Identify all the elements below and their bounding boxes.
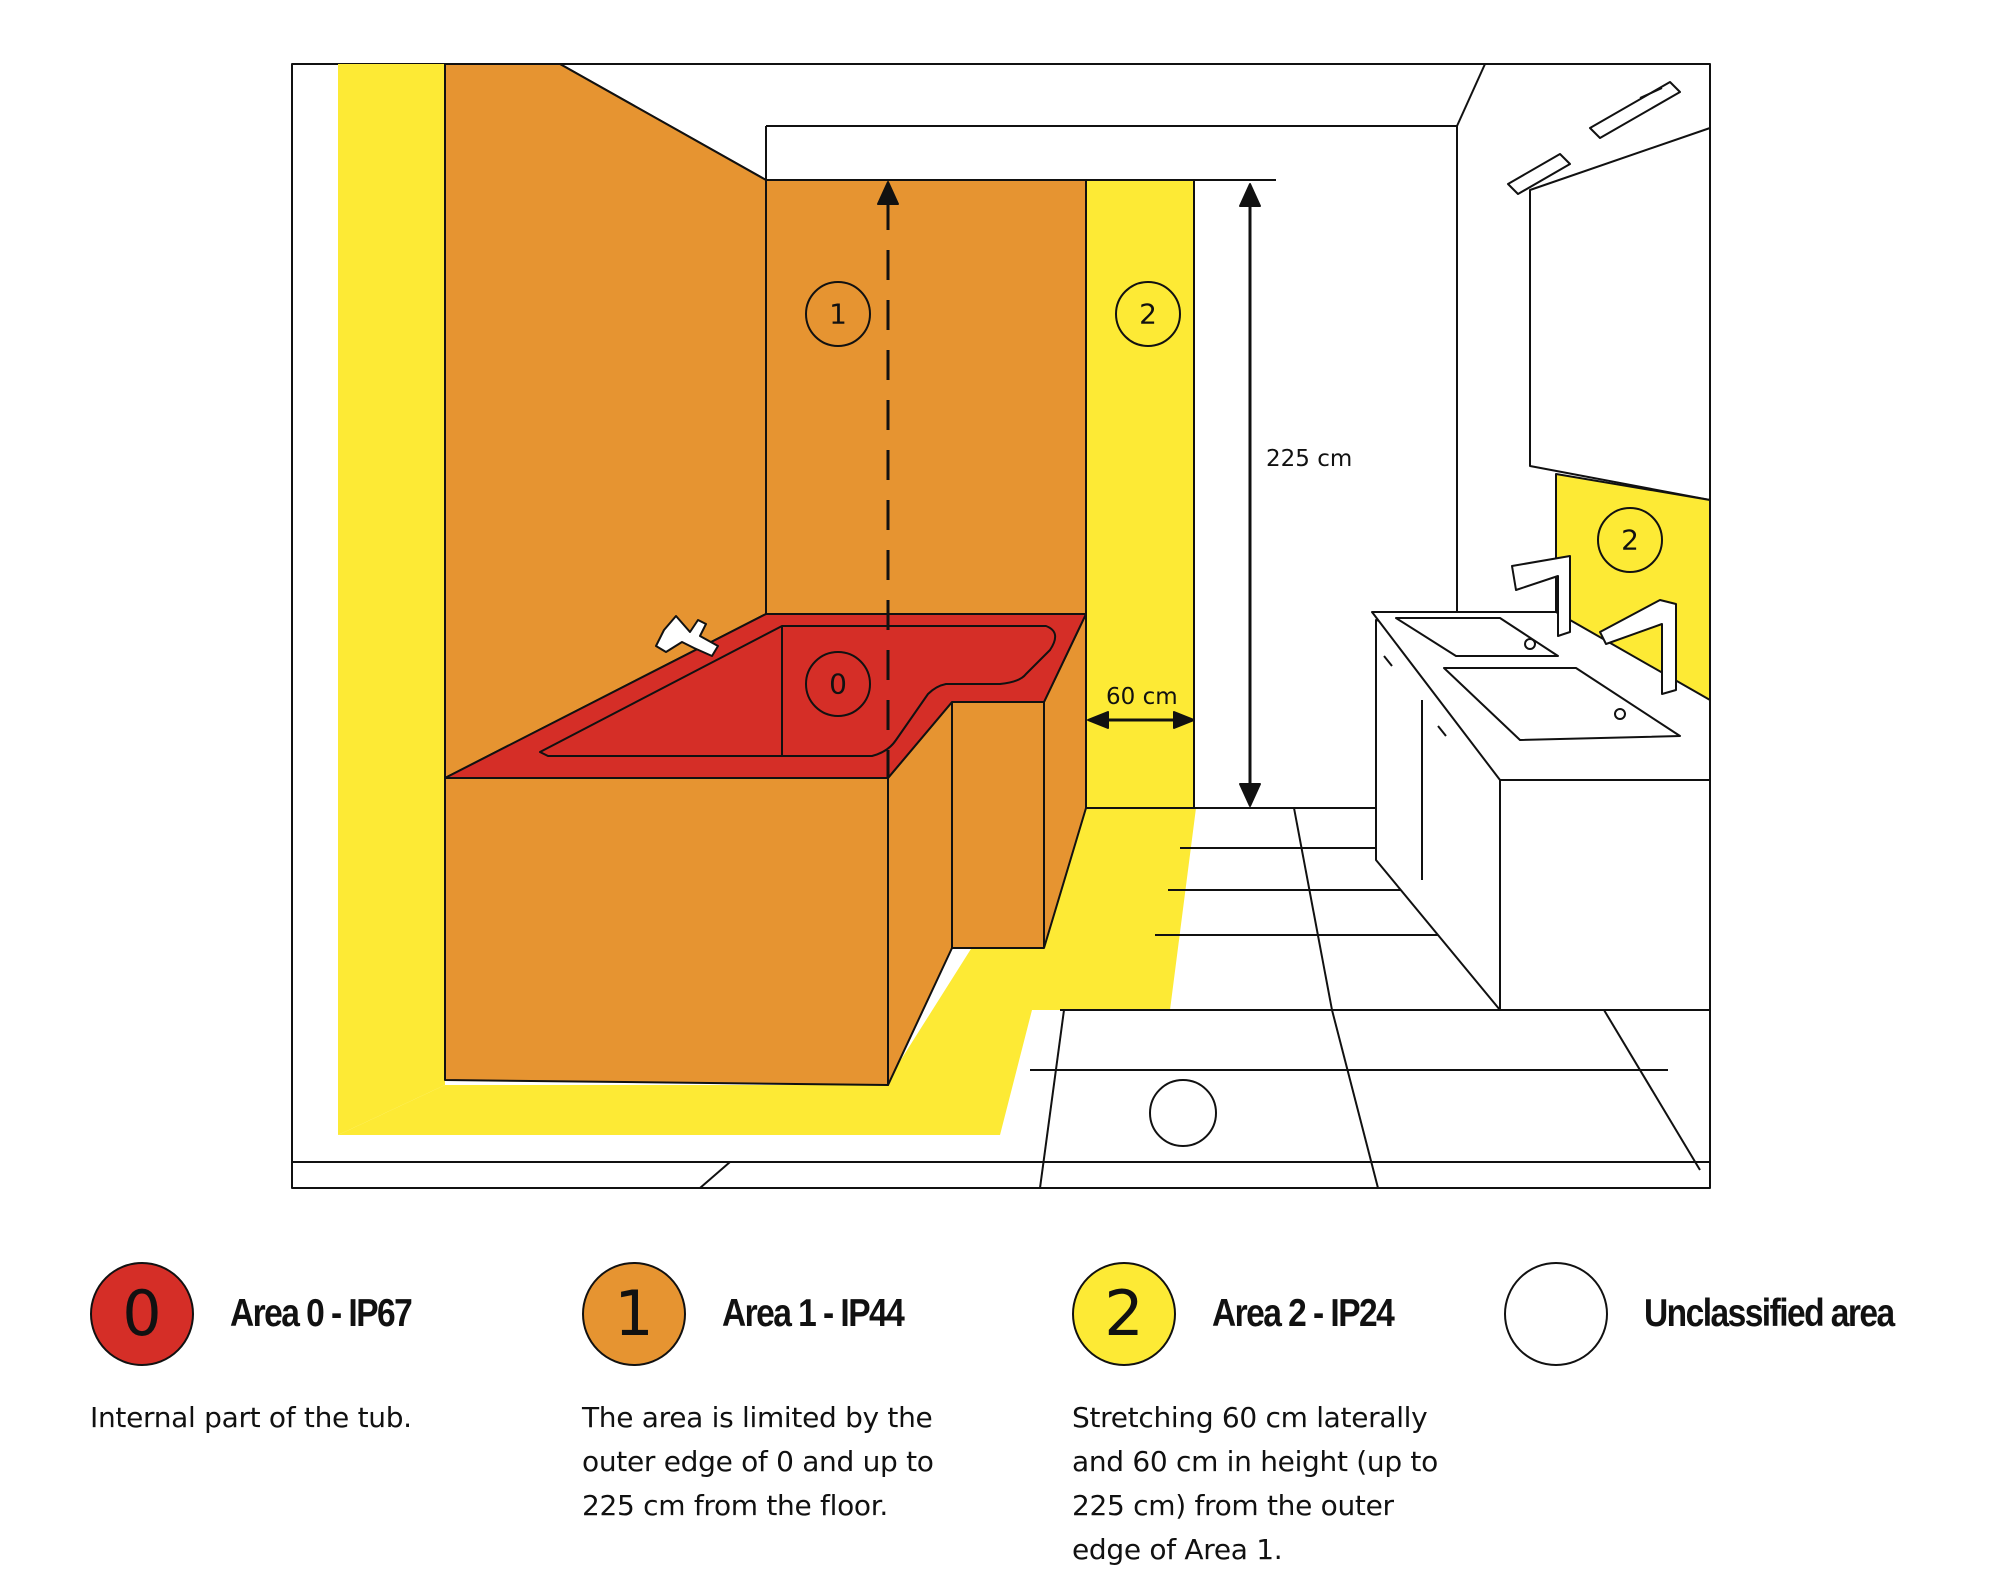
area2-left-wall [338, 64, 445, 1135]
height-dim-arrow-top [1239, 183, 1261, 207]
sink-drain-1 [1524, 638, 1536, 650]
legend-area0-swatch: 0 [90, 1262, 194, 1366]
legend-area0-title: Area 0 - IP67 [230, 1292, 413, 1335]
legend-area2-swatch: 2 [1072, 1262, 1176, 1366]
bathroom-zone-diagram: 1 2 0 2 225 cm 60 cm [291, 63, 1711, 1189]
width-dim-arrow-right [1173, 711, 1195, 729]
width-dim-arrow-left [1087, 711, 1109, 729]
legend-area2-description: Stretching 60 cm laterally and 60 cm in … [1072, 1401, 1438, 1566]
vanity-handle-2 [1437, 725, 1447, 737]
floor-drain-icon [1149, 1079, 1217, 1147]
legend-area2: 2 Area 2 - IP24 Stretching 60 cm lateral… [1072, 1262, 1438, 1572]
wall-light-upper-bracket [1639, 87, 1663, 99]
tub-faucet-icon [655, 615, 719, 657]
legend-area1-title: Area 1 - IP44 [722, 1292, 905, 1335]
sink-faucet-1-icon [1511, 555, 1571, 637]
legend-unclassified-swatch [1504, 1262, 1608, 1366]
width-dimension-label: 60 cm [1106, 684, 1178, 710]
sink-basin-2 [1443, 667, 1681, 741]
legend-unclassified: Unclassified area [1504, 1262, 1934, 1396]
legend-area0: 0 Area 0 - IP67 Internal part of the tub… [90, 1262, 441, 1440]
legend-unclassified-title: Unclassified area [1644, 1292, 1895, 1335]
sink-basin-1 [1395, 617, 1559, 657]
zone-marker-area2-wall [1115, 281, 1181, 347]
zone-label-area2-sink: 2 [1621, 524, 1639, 557]
tub-front-panel [444, 777, 889, 1086]
sink-faucet-2-icon [1599, 599, 1677, 695]
wall-light-lower-icon [1507, 153, 1571, 195]
legend-area0-description: Internal part of the tub. [90, 1401, 412, 1434]
area2-floor [338, 808, 1196, 1135]
zone-label-area2-wall: 2 [1139, 298, 1157, 331]
ceiling-right-edge [1456, 63, 1486, 127]
zone-marker-area1 [805, 281, 871, 347]
tub-inner-basin [539, 625, 1057, 757]
zone-marker-area2-sink [1597, 507, 1663, 573]
sink-drain-2 [1614, 708, 1626, 720]
area1-height-arrowhead [877, 181, 899, 205]
mirror [1529, 127, 1711, 501]
zone-marker-area0 [805, 651, 871, 717]
legend-area1-swatch: 1 [582, 1262, 686, 1366]
area1-back-wall [765, 179, 1087, 615]
legend-area1-description: The area is limited by the outer edge of… [582, 1401, 934, 1522]
height-dim-arrow-bottom [1239, 783, 1261, 807]
zone-label-area1: 1 [829, 298, 847, 331]
zone-label-area0: 0 [829, 668, 847, 701]
legend-area1: 1 Area 1 - IP44 The area is limited by t… [582, 1262, 934, 1528]
vanity-cabinet-front [1499, 779, 1711, 1011]
vanity-handle-1 [1383, 655, 1393, 667]
legend-area2-title: Area 2 - IP24 [1212, 1292, 1395, 1335]
height-dimension-label: 225 cm [1266, 446, 1352, 472]
